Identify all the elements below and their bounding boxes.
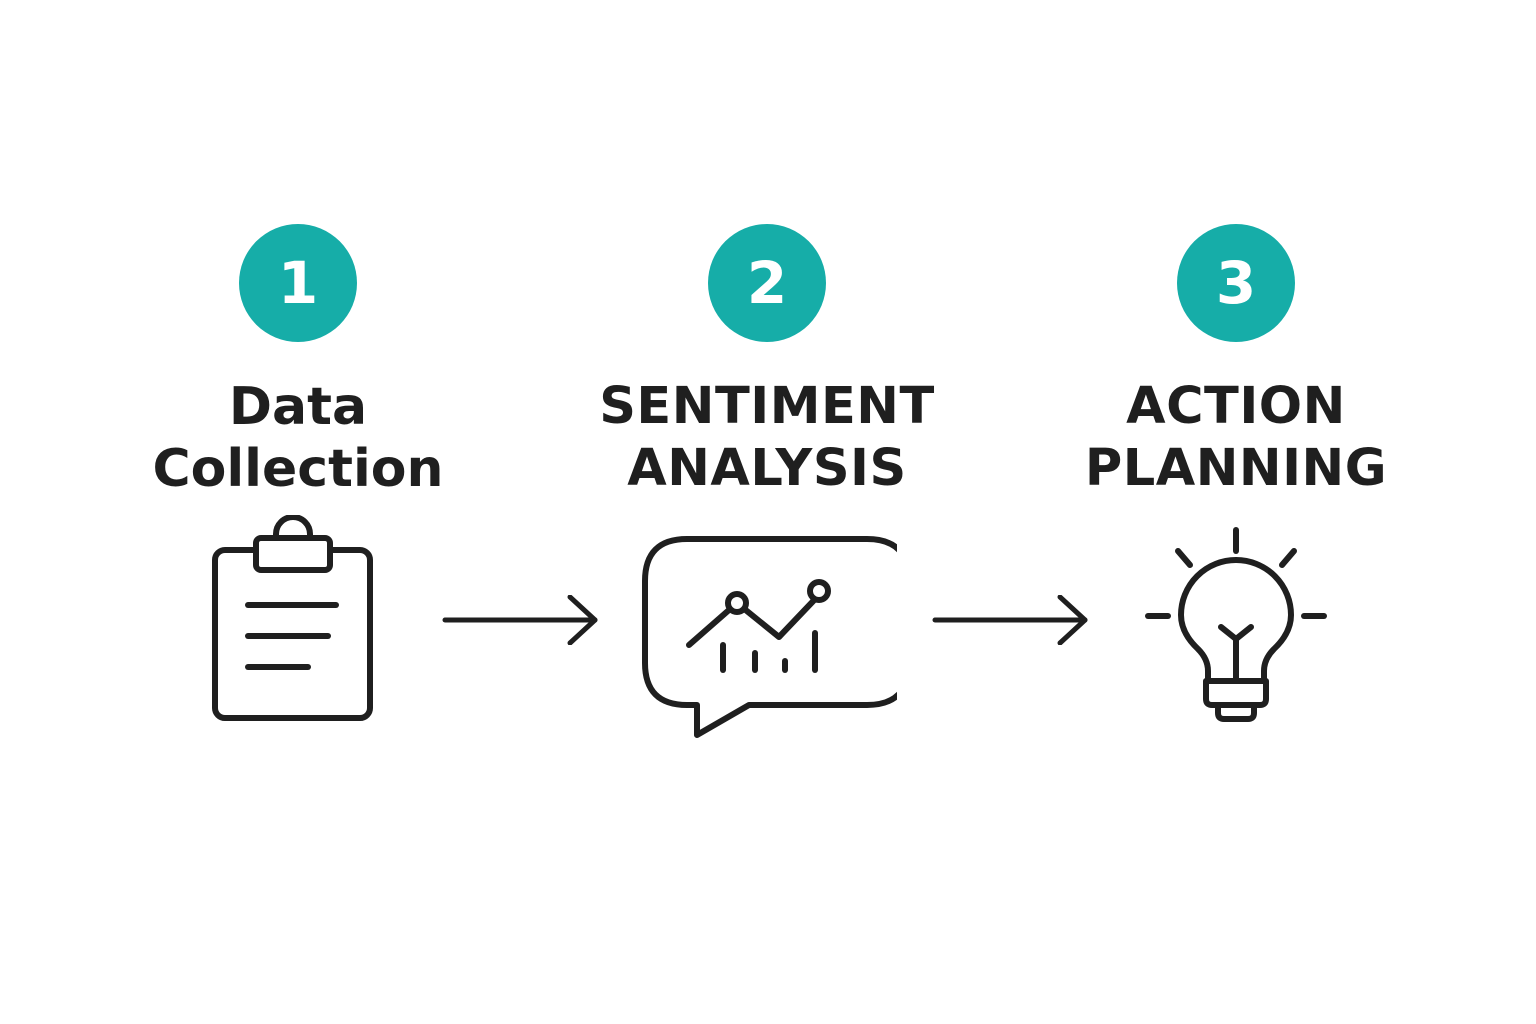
step-number-badge: 3	[1177, 224, 1295, 342]
step-title: SENTIMENT ANALYSIS	[547, 376, 987, 500]
step-number-badge: 2	[708, 224, 826, 342]
step-title-line: PLANNING	[1084, 439, 1388, 498]
arrow-right-icon	[930, 595, 1090, 645]
step-sentiment-analysis: 2 SENTIMENT ANALYSIS	[547, 0, 987, 1024]
step-title-line: ACTION	[1126, 377, 1346, 436]
step-title-line: Collection	[152, 439, 444, 499]
step-title-line: ANALYSIS	[627, 439, 907, 498]
clipboard-icon	[168, 515, 428, 745]
step-action-planning: 3 ACTION PLANNING	[1016, 0, 1456, 1024]
step-title: Data Collection	[78, 376, 518, 500]
step-title-line: Data	[228, 377, 368, 437]
chart-speech-bubble-icon	[637, 515, 897, 745]
step-title-line: SENTIMENT	[599, 377, 935, 436]
arrow-right-icon	[440, 595, 600, 645]
lightbulb-icon	[1106, 515, 1366, 745]
step-number-badge: 1	[239, 224, 357, 342]
step-title: ACTION PLANNING	[1016, 376, 1456, 500]
step-data-collection: 1 Data Collection	[78, 0, 518, 1024]
